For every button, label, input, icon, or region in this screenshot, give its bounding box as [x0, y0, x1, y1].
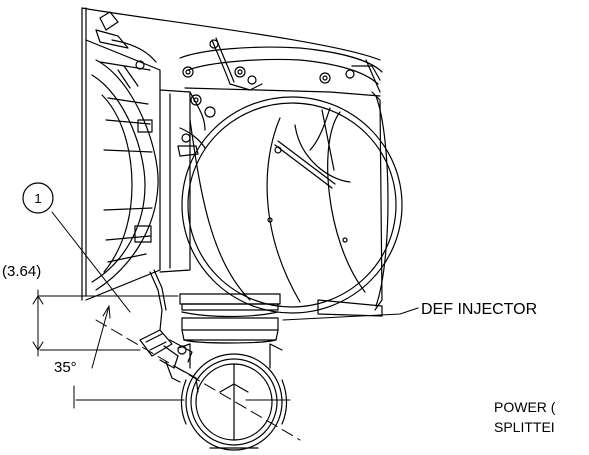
- lower-pipe: [177, 293, 288, 451]
- dimension-lines: [32, 211, 419, 441]
- callout-1: 1: [22, 182, 54, 214]
- power-label-line1: POWER (: [494, 399, 556, 415]
- def-injector-assembly: [139, 269, 199, 393]
- angle-dimension-label: 35°: [54, 359, 77, 376]
- left-housing: [81, 7, 381, 301]
- def-injector-label: DEF INJECTOR: [421, 301, 537, 318]
- power-label-line2: SPLITTEI: [494, 419, 555, 435]
- main-round-housing: [181, 91, 403, 317]
- callout-number: 1: [34, 191, 41, 206]
- offset-dimension-label: (3.64): [2, 263, 41, 280]
- top-bracket: [177, 37, 383, 157]
